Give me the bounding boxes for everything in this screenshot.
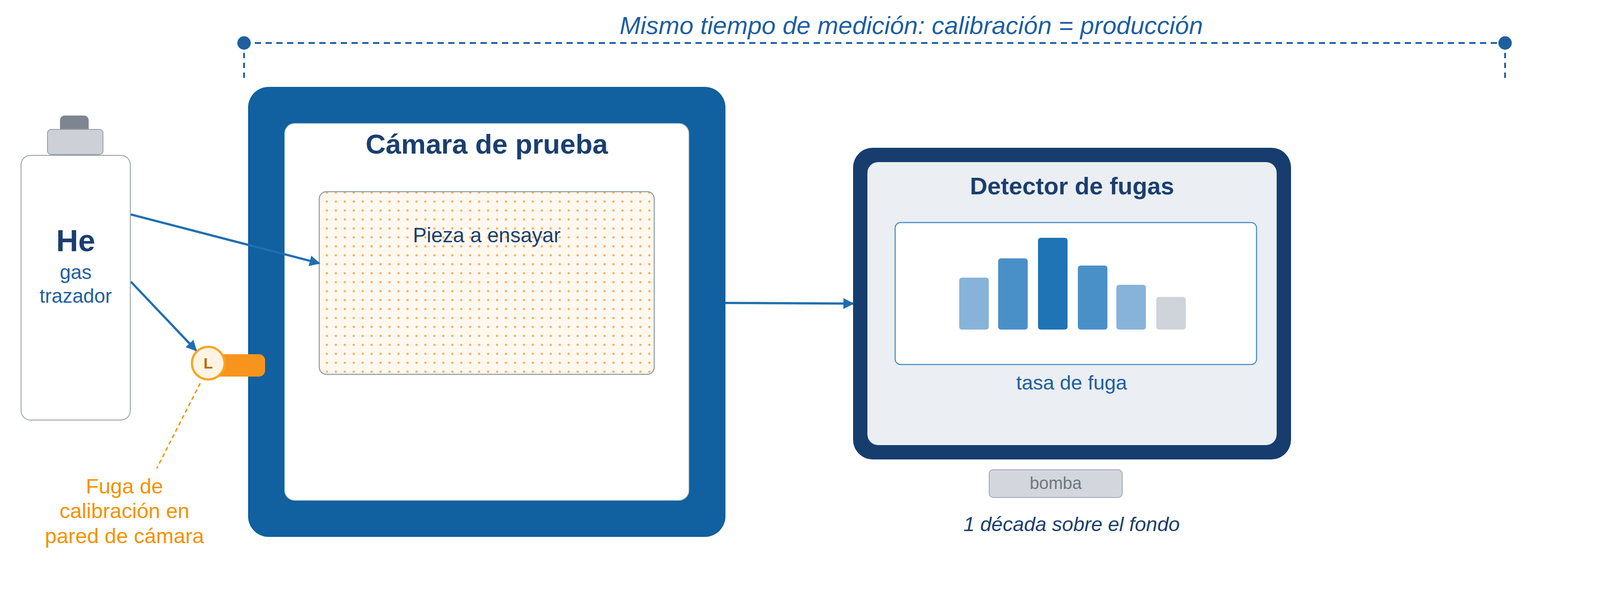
time-bracket: [244, 42, 1506, 44]
bracket-dot: [237, 36, 251, 50]
bar: [1077, 265, 1108, 330]
bar: [1156, 296, 1186, 330]
detector-panel: [867, 162, 1277, 446]
node-heading: Pieza a ensayar: [412, 223, 561, 248]
flow-arrow: [130, 214, 320, 264]
node-heading: Detector de fugas: [969, 171, 1175, 200]
test-chamber: Cámara de pruebaPieza a ensayar: [248, 86, 726, 537]
pump-box: bomba: [988, 469, 1123, 498]
leader-line: [156, 383, 201, 469]
bar: [998, 258, 1028, 330]
node-heading: bomba: [1029, 474, 1082, 494]
flow-arrow: [725, 302, 854, 304]
part-body: [319, 191, 655, 375]
leak-detector: Detector de fugas: [853, 147, 1292, 460]
part-texture: [319, 191, 655, 375]
detector-frame: [853, 147, 1292, 460]
bar: [1038, 237, 1068, 330]
part-frame: [319, 191, 655, 375]
calibration-leak: L: [190, 345, 226, 381]
chamber-frame: [248, 86, 726, 537]
flow-arrow: [130, 281, 197, 351]
bar: [959, 277, 989, 330]
bottle-neck: [47, 129, 103, 155]
display-screen: [895, 222, 1257, 365]
node-heading: L: [203, 355, 214, 371]
node-heading: Cámara de prueba: [365, 128, 609, 160]
chamber-interior: [284, 123, 689, 501]
test-part: Pieza a ensayar: [319, 191, 655, 375]
calibration-leak-label: Fuga de calibración en pared de cámara: [30, 473, 219, 549]
detector-housing: [853, 147, 1292, 460]
tracer-gas-bottle: Hegas trazador: [20, 154, 131, 421]
chamber-wall: [248, 86, 726, 537]
node-heading: He: [56, 223, 96, 258]
bracket-dot: [1498, 36, 1512, 50]
leak-rate-caption: tasa de fuga: [962, 370, 1181, 395]
node-subtext: gas trazador: [29, 260, 122, 309]
background-note: 1 década sobre el fondo: [895, 512, 1248, 537]
bar: [1116, 284, 1146, 330]
measurement-time-note: Mismo tiempo de medición: calibración = …: [577, 10, 1245, 41]
